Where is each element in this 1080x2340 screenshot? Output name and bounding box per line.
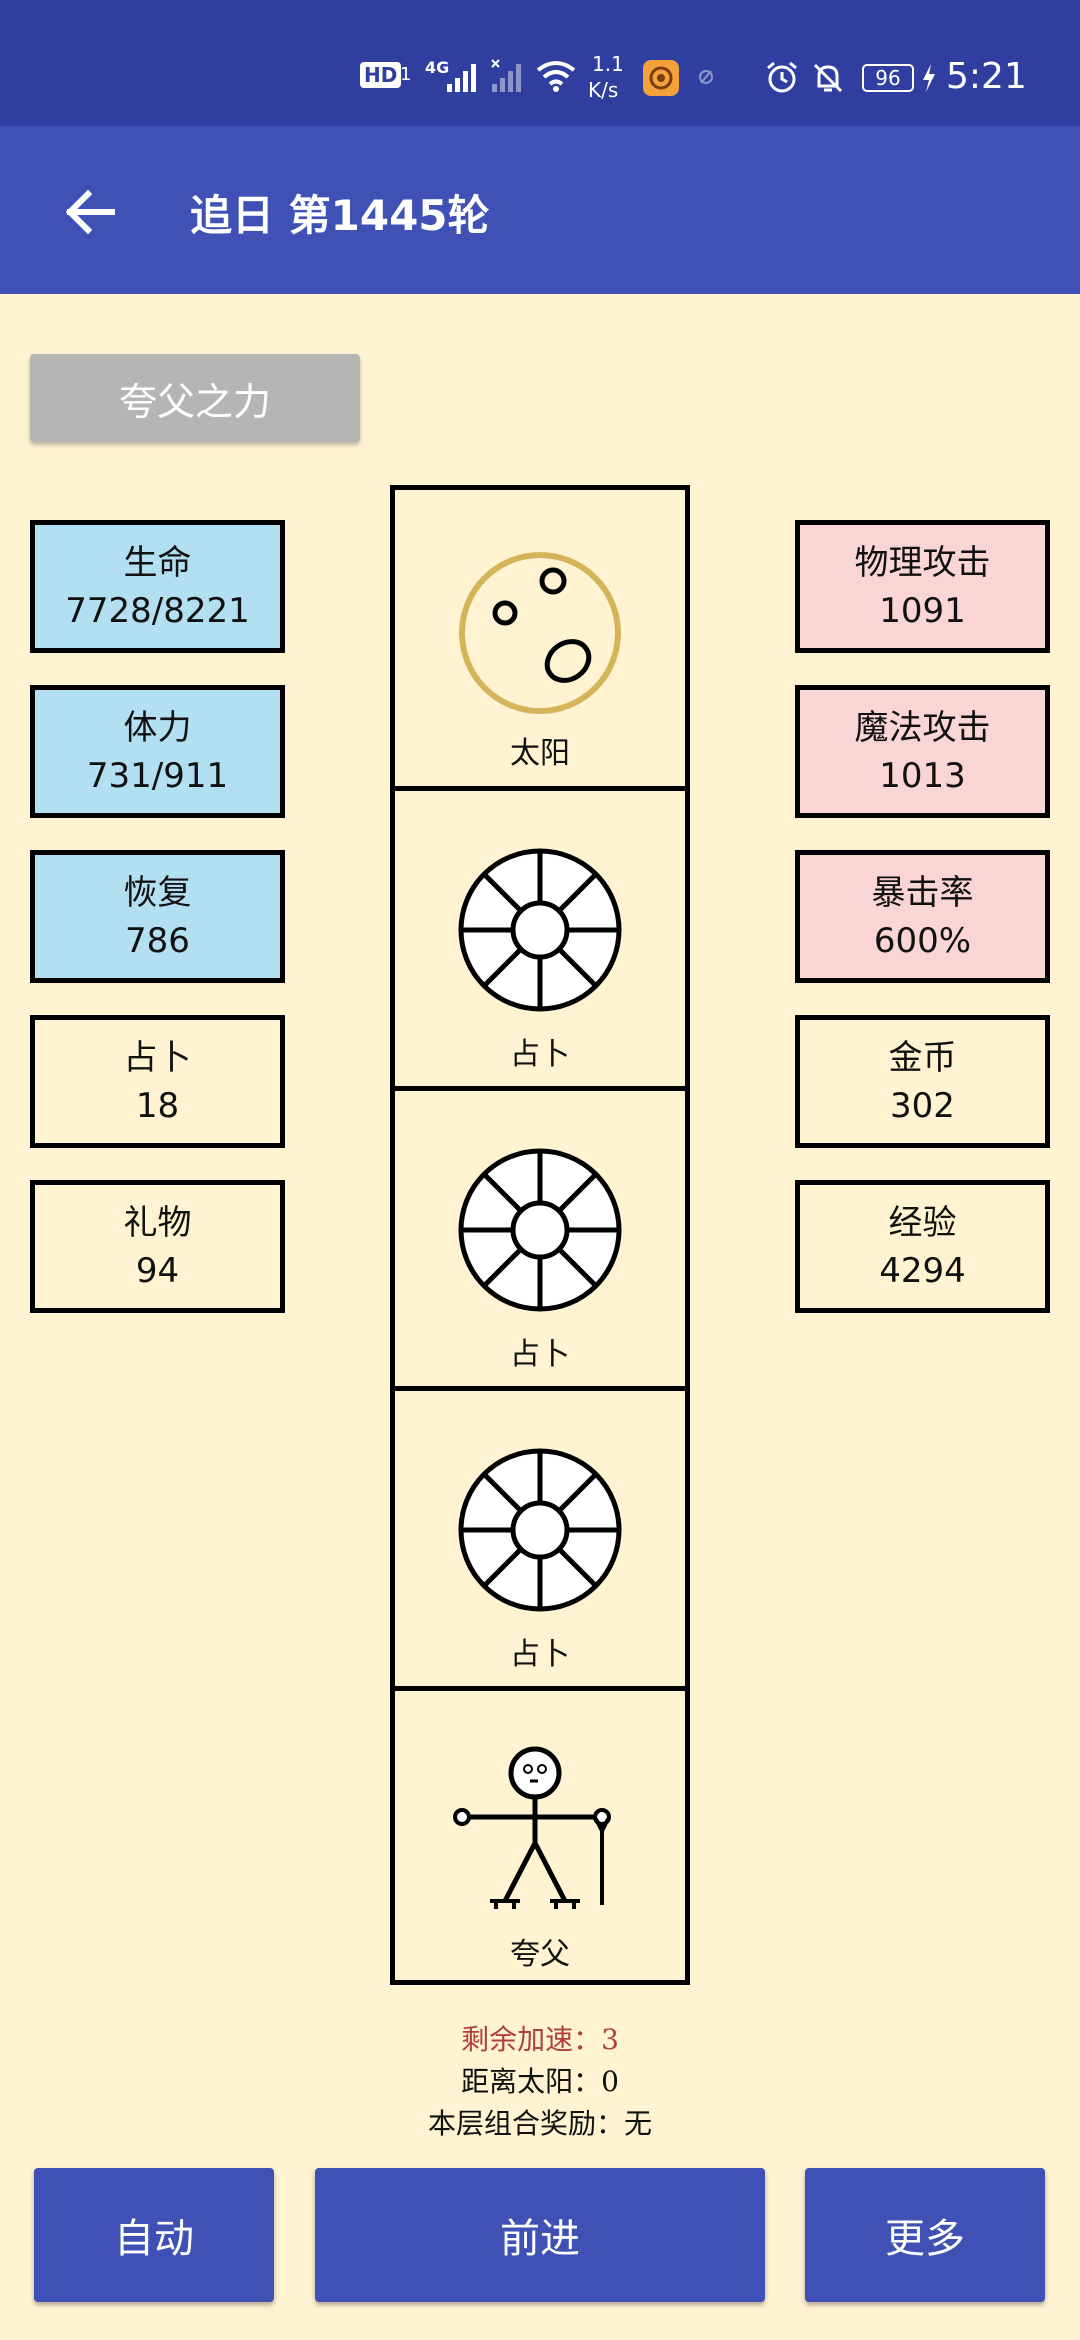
wifi-icon: [536, 61, 576, 92]
tower-divider: [395, 1686, 685, 1691]
stat-gifts: 礼物 94: [30, 1180, 285, 1313]
forward-button[interactable]: 前进: [315, 2168, 765, 2302]
tower-divider: [395, 1086, 685, 1091]
stat-value: 7728/8221: [65, 590, 250, 631]
network-type: 4G: [425, 58, 450, 77]
stat-label: 魔法攻击: [854, 707, 991, 748]
stat-hp: 生命 7728/8221: [30, 520, 285, 653]
app-notification-icon: [643, 60, 679, 96]
stat-value: 600%: [873, 920, 972, 961]
auto-button[interactable]: 自动: [34, 2168, 274, 2302]
stat-label: 礼物: [123, 1202, 192, 1243]
status-bar: HD 1 4G 1.1 K/s 96 5:21: [0, 0, 1080, 126]
battery-level: 96: [875, 66, 901, 90]
clock: 5:21: [946, 56, 1027, 97]
stat-value: 302: [890, 1085, 955, 1126]
tower-cell-kuafu[interactable]: 夸父: [395, 1691, 685, 1989]
hd-text: HD: [364, 63, 398, 87]
stat-divination: 占卜 18: [30, 1015, 285, 1148]
sun-icon: [459, 552, 621, 714]
stat-stamina: 体力 731/911: [30, 685, 285, 818]
page-title: 追日 第1445轮: [190, 191, 490, 240]
signal-icon: [447, 64, 476, 92]
stat-value: 18: [135, 1085, 180, 1126]
charging-icon: [923, 64, 935, 92]
tower-cell-divination[interactable]: 占卜: [395, 791, 685, 1089]
tower-cell-sun[interactable]: 太阳: [395, 490, 685, 788]
tower-cell-label: 占卜: [510, 1637, 570, 1672]
stat-label: 经验: [888, 1202, 957, 1243]
mute-bell-icon: [813, 63, 843, 93]
alarm-icon: [767, 61, 797, 93]
signal-no-service-icon: [491, 59, 521, 92]
stat-value: 4294: [879, 1250, 966, 1291]
distance-to-sun-text: 距离太阳：0: [461, 2065, 619, 2098]
stat-value: 1091: [879, 590, 966, 631]
stat-label: 生命: [123, 542, 192, 583]
stat-value: 731/911: [86, 755, 229, 796]
stat-label: 体力: [123, 707, 192, 748]
tower-divider: [395, 786, 685, 791]
stat-label: 暴击率: [871, 872, 974, 913]
more-button[interactable]: 更多: [805, 2168, 1045, 2302]
combo-reward-text: 本层组合奖励：无: [427, 2107, 652, 2140]
tower-cell-divination[interactable]: 占卜: [395, 1391, 685, 1689]
tower-cell-label: 太阳: [510, 736, 570, 771]
kuafu-power-button[interactable]: 夸父之力: [30, 354, 360, 442]
stat-recovery: 恢复 786: [30, 850, 285, 983]
back-arrow-icon: [65, 189, 115, 235]
divination-wheel-icon: [458, 1148, 622, 1312]
stat-label: 金币: [888, 1037, 957, 1078]
stat-magic-attack: 魔法攻击 1013: [795, 685, 1050, 818]
tower-column: 太阳 占卜 占卜 占卜: [390, 485, 690, 1985]
divination-wheel-icon: [458, 848, 622, 1012]
net-speed-unit: K/s: [588, 78, 619, 102]
nfc-icon: [699, 70, 713, 84]
net-speed-value: 1.1: [592, 52, 624, 76]
stat-value: 94: [135, 1250, 180, 1291]
back-button[interactable]: [54, 176, 126, 248]
tower-cell-divination[interactable]: 占卜: [395, 1091, 685, 1389]
kuafu-stick-figure-icon: [453, 1746, 611, 1909]
stat-label: 恢复: [123, 872, 192, 913]
stat-experience: 经验 4294: [795, 1180, 1050, 1313]
sim-indicator: 1: [400, 64, 412, 85]
hd-badge: HD: [360, 62, 402, 88]
tower-cell-label: 夸父: [510, 1937, 570, 1972]
stat-physical-attack: 物理攻击 1091: [795, 520, 1050, 653]
divination-wheel-icon: [458, 1448, 622, 1612]
remaining-boost-text: 剩余加速：3: [461, 2023, 619, 2056]
app-bar: 追日 第1445轮: [0, 126, 1080, 294]
stat-label: 物理攻击: [854, 542, 991, 583]
stat-value: 1013: [879, 755, 966, 796]
stat-gold: 金币 302: [795, 1015, 1050, 1148]
battery-icon: 96: [862, 64, 914, 92]
stat-value: 786: [125, 920, 190, 961]
tower-cell-label: 占卜: [510, 1037, 570, 1072]
stat-label: 占卜: [123, 1037, 192, 1078]
tower-cell-label: 占卜: [510, 1337, 570, 1372]
stat-crit-rate: 暴击率 600%: [795, 850, 1050, 983]
tower-divider: [395, 1386, 685, 1391]
